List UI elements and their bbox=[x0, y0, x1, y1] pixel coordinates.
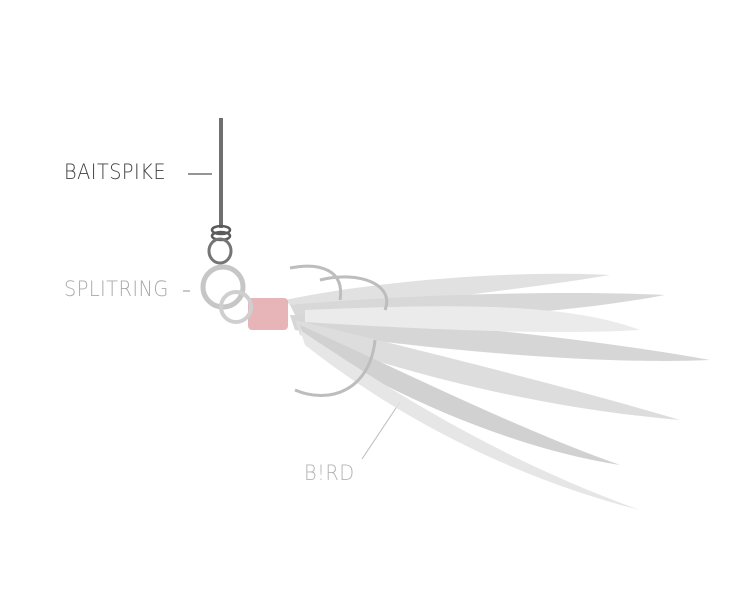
treble-hook bbox=[289, 264, 389, 398]
splitring-label: SPLITRING bbox=[64, 277, 169, 301]
hook-eye-ring bbox=[219, 290, 253, 324]
bird-feathers bbox=[285, 273, 710, 510]
baitspike-label: BAITSPIKE bbox=[64, 160, 167, 184]
thread-wrap bbox=[248, 298, 288, 330]
baitspike bbox=[207, 118, 233, 265]
bird-leader-line bbox=[361, 401, 401, 460]
bird-label: B!RD bbox=[304, 461, 355, 485]
